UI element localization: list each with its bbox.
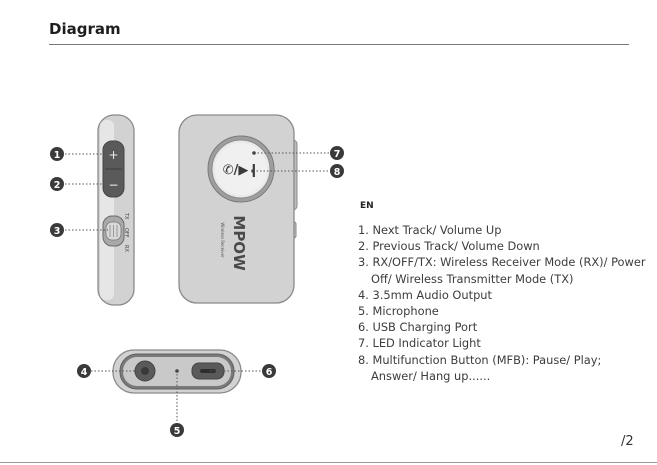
microphone-hole <box>175 369 179 373</box>
mfb-symbol: ✆/▶❙ <box>223 163 260 178</box>
svg-text:2: 2 <box>54 180 61 191</box>
svg-text:6: 6 <box>266 367 273 378</box>
device-bottom-view <box>112 349 242 394</box>
legend-item: 6. USB Charging Port <box>358 320 478 335</box>
callout-5: 5 <box>170 423 184 437</box>
svg-text:7: 7 <box>334 149 341 160</box>
leader-lines <box>65 152 330 424</box>
callout-7: 7 <box>330 146 344 160</box>
title-divider <box>49 44 629 45</box>
switch-label-off: OFF <box>123 228 129 238</box>
switch-label-rx: RX <box>123 245 129 252</box>
svg-text:8: 8 <box>334 167 341 178</box>
language-label: EN <box>360 201 374 211</box>
parts-legend: 1. Next Track/ Volume Up 2. Previous Tra… <box>358 222 648 384</box>
switch-label-tx: TX <box>123 212 129 220</box>
svg-text:5: 5 <box>174 426 181 437</box>
brand-subtitle: Wireless Receiver <box>220 222 225 258</box>
callout-4: 4 <box>77 364 91 378</box>
callout-3: 3 <box>50 223 64 237</box>
callout-6: 6 <box>262 364 276 378</box>
legend-item: 1. Next Track/ Volume Up <box>358 223 502 237</box>
legend-item: 5. Microphone <box>358 304 439 319</box>
page-title: Diagram <box>49 20 121 38</box>
svg-text:3: 3 <box>54 226 61 237</box>
legend-item: 2. Previous Track/ Volume Down <box>358 239 540 254</box>
callout-8: 8 <box>330 164 344 178</box>
callout-2: 2 <box>50 177 64 191</box>
legend-item: 3. RX/OFF/TX: Wireless Receiver Mode (RX… <box>358 255 650 286</box>
brand-logo: MPOW <box>230 215 248 271</box>
page-number: /2 <box>621 434 634 449</box>
device-front-view: ✆/▶❙ MPOW Wireless Receiver <box>178 114 298 304</box>
legend-item: 8. Multifunction Button (MFB): Pause/ Pl… <box>358 352 605 383</box>
callout-1: 1 <box>50 147 64 161</box>
svg-text:4: 4 <box>81 367 88 378</box>
volume-up-symbol: + <box>108 148 118 162</box>
bottom-divider <box>0 462 657 463</box>
device-side-view: + − TX OFF RX <box>97 114 135 306</box>
legend-item: 7. LED Indicator Light <box>358 336 481 351</box>
svg-text:1: 1 <box>54 150 61 161</box>
legend-item: 4. 3.5mm Audio Output <box>358 287 492 302</box>
volume-down-symbol: − <box>108 178 118 192</box>
